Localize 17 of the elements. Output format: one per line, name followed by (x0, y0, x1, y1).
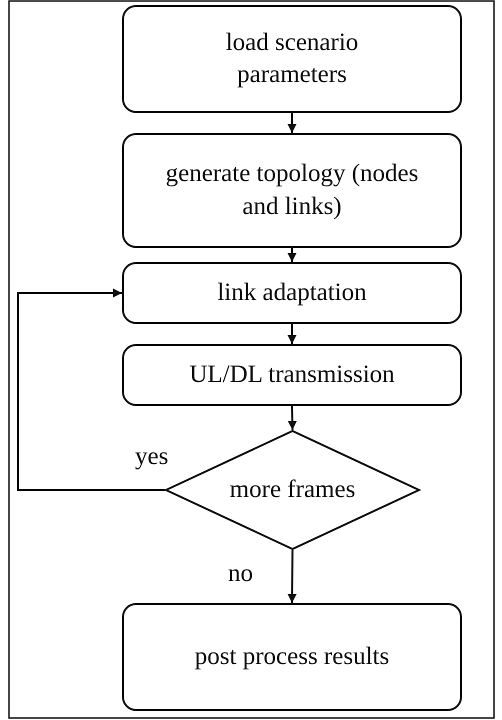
process-box (122, 5, 462, 113)
node-label: load scenario parameters (224, 28, 360, 90)
node-label: generate topology (nodes and links) (164, 159, 420, 222)
process-box (122, 262, 462, 324)
arrow (17, 288, 165, 491)
arrow (288, 550, 297, 604)
arrow (288, 324, 296, 344)
arrow (288, 406, 297, 430)
process-box (122, 603, 462, 711)
arrow (288, 113, 296, 133)
arrow (288, 248, 296, 262)
node-label: link adaptation (216, 278, 368, 308)
process-box (122, 133, 462, 248)
node-label: post process results (194, 642, 390, 672)
process-box (122, 344, 462, 406)
node-label: UL/DL transmission (188, 360, 396, 390)
node-label: more frames (228, 474, 356, 505)
